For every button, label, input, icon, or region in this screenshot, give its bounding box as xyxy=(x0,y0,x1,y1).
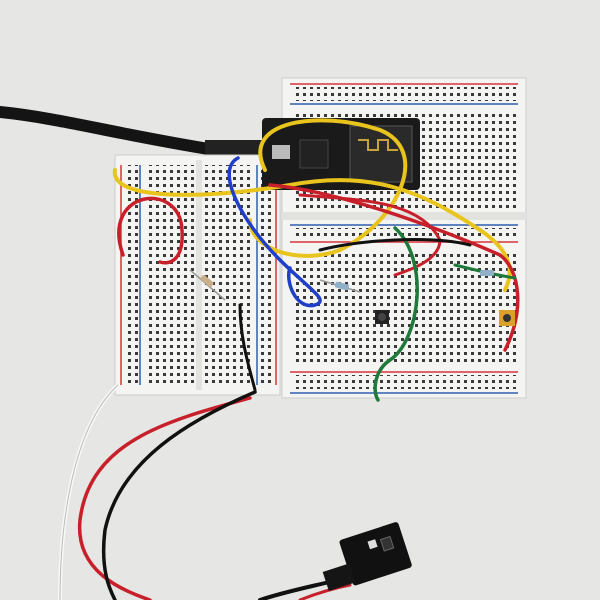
wires xyxy=(58,118,520,600)
push-buttons xyxy=(375,310,515,326)
nodemcu-board xyxy=(262,118,420,190)
sensor-module xyxy=(322,522,412,592)
resistors xyxy=(189,269,494,301)
micro-usb-port xyxy=(272,145,290,159)
usb-cable xyxy=(0,106,221,156)
